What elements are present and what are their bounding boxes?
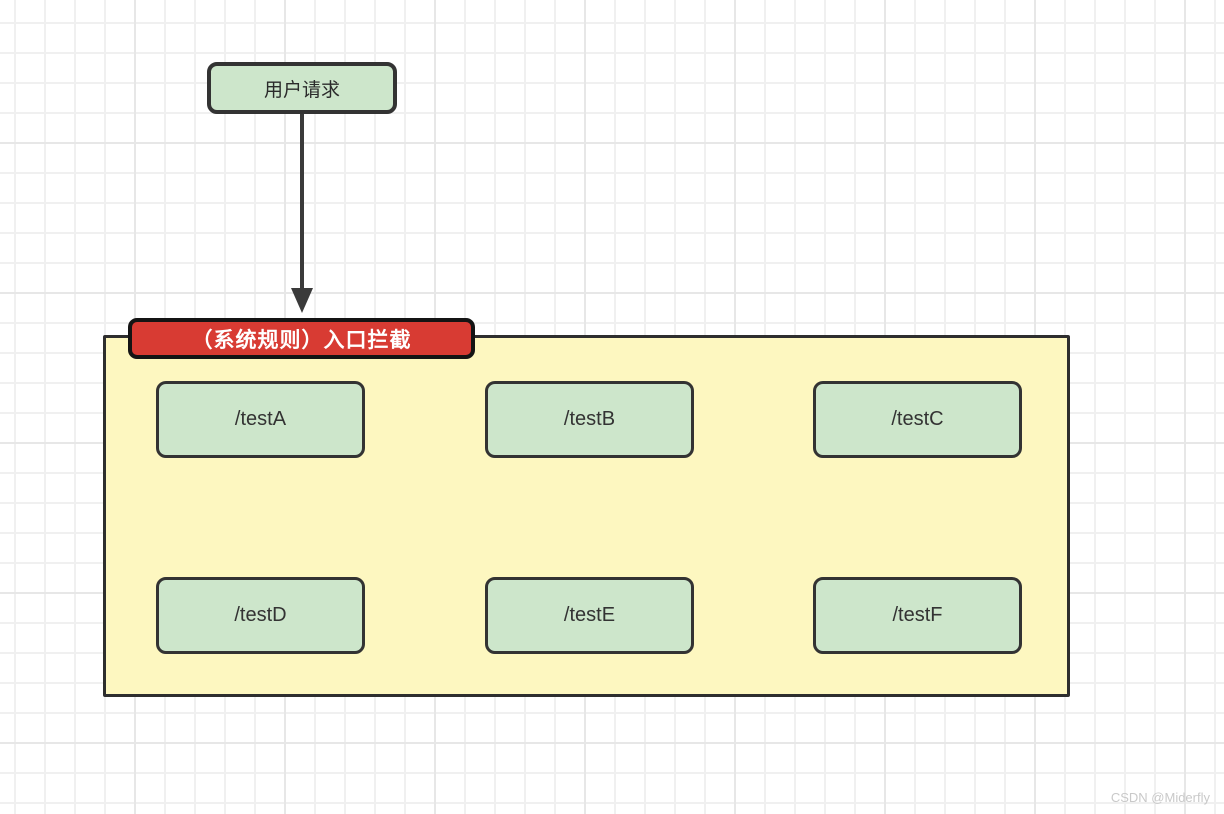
endpoint-node-testC: /testC xyxy=(813,381,1022,458)
arrow-line xyxy=(300,114,304,289)
endpoint-node-testA: /testA xyxy=(156,381,365,458)
endpoint-label: /testA xyxy=(234,408,287,430)
endpoint-node-testF: /testF xyxy=(813,577,1022,654)
interceptor-badge: （系统规则）入口拦截 xyxy=(128,318,475,359)
endpoint-label: /testD xyxy=(234,604,287,626)
interceptor-label: （系统规则）入口拦截 xyxy=(191,328,412,352)
watermark: CSDN @Miderfly xyxy=(1110,790,1210,805)
endpoint-label: /testC xyxy=(891,408,944,430)
endpoint-node-testD: /testD xyxy=(156,577,365,654)
endpoint-label: /testB xyxy=(563,408,616,430)
user-request-label: 用户请求 xyxy=(263,79,340,101)
endpoint-node-testE: /testE xyxy=(485,577,694,654)
arrow-head-icon xyxy=(291,288,313,313)
gateway-container: /testA /testB /testC /testD /testE /test… xyxy=(103,335,1070,697)
endpoint-node-testB: /testB xyxy=(485,381,694,458)
endpoint-label: /testF xyxy=(892,604,943,626)
endpoint-label: /testE xyxy=(563,604,616,626)
user-request-node: 用户请求 xyxy=(207,62,397,114)
